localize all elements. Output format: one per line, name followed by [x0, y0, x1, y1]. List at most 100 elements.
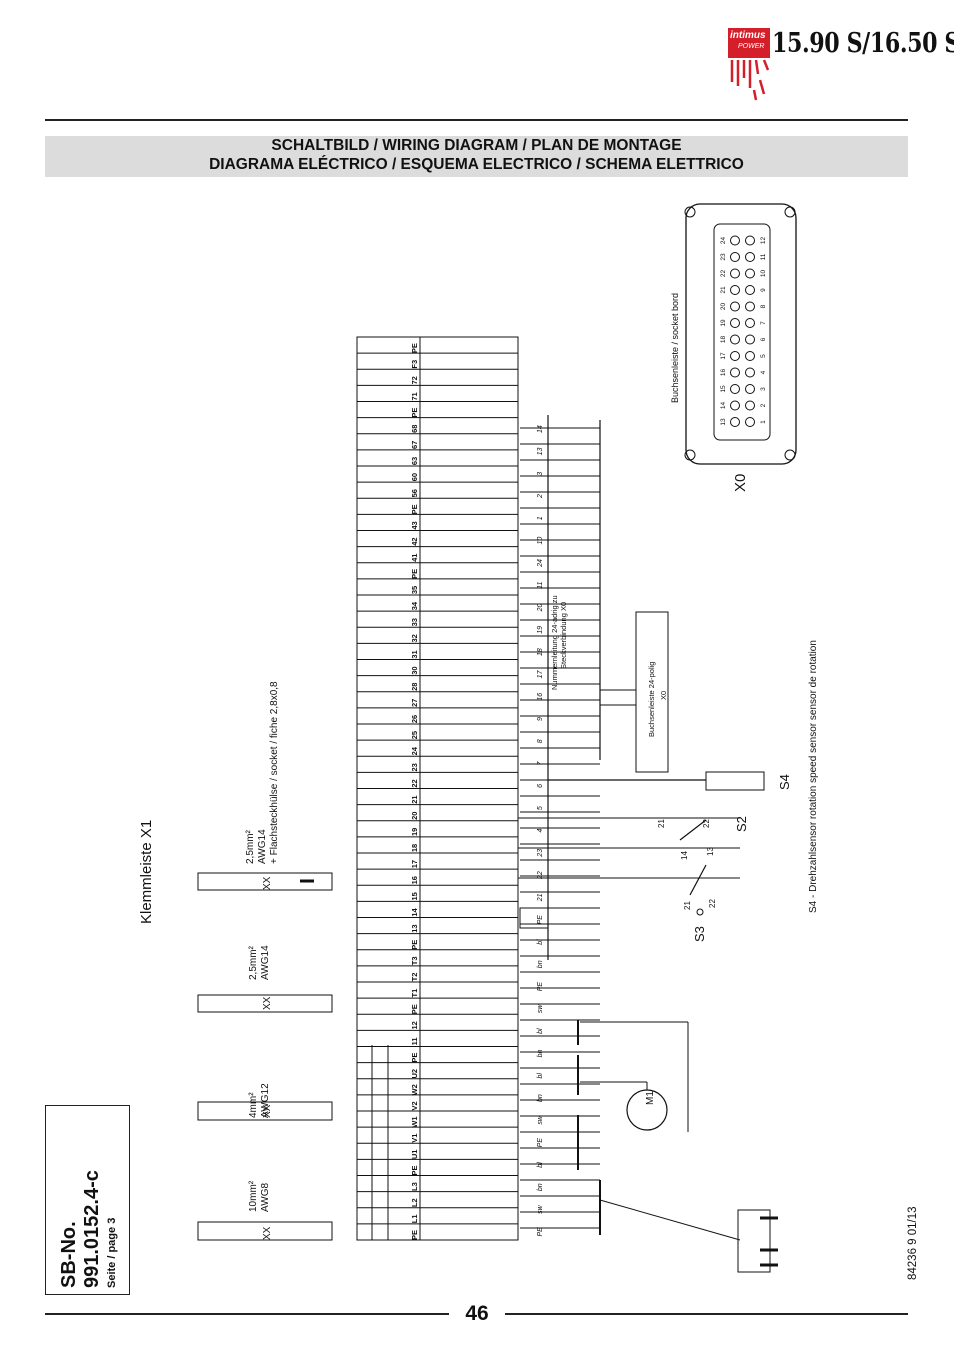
x0-pin — [745, 400, 755, 411]
connector-label: Buchsenleiste / socket bord — [670, 292, 680, 403]
title-line-2: DIAGRAMA ELÉCTRICO / ESQUEMA ELECTRICO /… — [209, 156, 744, 173]
x0-pin-label: 17 — [720, 352, 727, 360]
x0-pin-label: 5 — [760, 354, 767, 358]
x0-pin — [730, 334, 740, 345]
x0-pin — [745, 318, 755, 328]
x0-pin — [730, 252, 740, 262]
terminal-label: W2 — [410, 1084, 419, 1095]
wire-label: 23 — [537, 849, 544, 858]
terminal-label: PE — [410, 1165, 419, 1175]
footer-rule-left — [45, 1313, 449, 1315]
title-line-1: SCHALTBILD / WIRING DIAGRAM / PLAN DE MO… — [271, 137, 682, 154]
x0-pin-label: 8 — [760, 304, 767, 308]
wire-label: PE — [537, 915, 544, 925]
terminal-label: 35 — [410, 586, 419, 594]
cable-spec-2-mark: XX — [262, 1104, 273, 1118]
x0-pin — [745, 268, 755, 279]
x0-pin-label: 15 — [720, 385, 727, 393]
wire-label: 4 — [537, 828, 544, 832]
terminal-label: 18 — [410, 844, 419, 852]
s3-contact-22: 22 — [708, 899, 717, 908]
terminal-label: PE — [410, 408, 419, 418]
switch-s3-contact — [689, 864, 707, 896]
x0-pin-label: 24 — [720, 237, 727, 245]
cable-legend-strip — [197, 1101, 333, 1121]
wire-label: 10 — [537, 537, 544, 545]
s3-contact-21: 21 — [683, 901, 692, 910]
x0-pin-label: 6 — [760, 337, 767, 341]
wire-label: bn — [537, 1183, 544, 1191]
socket-box-label: Buchsenleiste 24-polig — [647, 661, 656, 737]
wire-label: 6 — [537, 784, 544, 788]
wire-label: 11 — [537, 581, 544, 588]
terminal-label: 71 — [410, 392, 419, 400]
s4-note: S4 - Drehzahlsensor rotation speed senso… — [808, 640, 819, 913]
footer-rule-right — [505, 1313, 908, 1315]
terminal-label: T3 — [410, 956, 419, 965]
terminal-label: 32 — [410, 634, 419, 642]
x0-pin — [745, 252, 755, 262]
cable-spec-4-mark: XX — [262, 876, 273, 890]
mains-cable — [599, 1199, 741, 1241]
x0-pin — [730, 351, 740, 361]
wire-label: 20 — [537, 604, 544, 613]
wire-label: PE — [537, 1227, 544, 1237]
x0-pin-label: 22 — [720, 270, 727, 278]
wire-label: 2 — [537, 494, 544, 499]
terminal-label: T1 — [410, 989, 419, 998]
s2-contact-14: 14 — [680, 851, 689, 860]
terminal-label: 41 — [410, 554, 419, 562]
wire-label: 16 — [537, 693, 544, 701]
terminal-label: 68 — [410, 425, 419, 433]
s2-contact-22: 22 — [702, 819, 711, 828]
x0-pin — [730, 417, 740, 427]
wire-label: bn — [537, 1049, 544, 1057]
x0-pin-label: 1 — [760, 420, 767, 424]
x0-pin — [745, 334, 755, 345]
cable-spec-3-size: 2,5mm² — [248, 946, 259, 980]
x0-pin — [730, 318, 740, 328]
wire-label: 8 — [537, 739, 544, 743]
x0-pin — [745, 417, 755, 427]
wire-label: 21 — [537, 893, 544, 902]
x0-connector-shell — [685, 203, 797, 465]
terminal-label: PE — [410, 1053, 419, 1063]
terminal-label: 12 — [410, 1021, 419, 1029]
s2-label: S2 — [734, 816, 749, 832]
terminal-label: 20 — [410, 812, 419, 820]
brand-logo-box: intimus POWER — [728, 28, 770, 58]
numbered-wire-line-2: Steckverbindung X0 — [559, 601, 568, 669]
x0-pin — [730, 301, 740, 312]
terminal-label: 14 — [410, 907, 419, 916]
numbered-wire-line-1: Nummernleitung 24-adrig zu — [550, 595, 559, 690]
cable-legend-strip — [197, 872, 333, 891]
terminal-label: 60 — [410, 473, 419, 481]
cable-spec-1-size: 10mm² — [248, 1180, 259, 1212]
wire-label: 5 — [537, 806, 544, 810]
wire-label: 24 — [537, 559, 544, 568]
terminal-label: PE — [410, 504, 419, 514]
document-reference: 84236 9 01/13 — [907, 1206, 919, 1280]
x0-mount-hole — [684, 206, 696, 218]
s3-actuator — [696, 908, 704, 916]
x0-pin — [730, 367, 740, 378]
terminal-label: 22 — [410, 779, 419, 787]
s2-contact-21: 21 — [657, 819, 666, 828]
cable-spec-4-awg: AWG14 — [257, 829, 268, 864]
terminal-label: 21 — [410, 795, 419, 803]
terminal-label: F3 — [410, 360, 419, 369]
x0-pin — [730, 400, 740, 411]
wire-label: bn — [537, 960, 544, 968]
wire-label: sw — [537, 1115, 544, 1125]
page-number: 46 — [465, 1302, 489, 1325]
cable-legend-strip — [197, 1221, 333, 1241]
terminal-label: L1 — [410, 1214, 419, 1223]
sb-number-box: SB-No. 991.0152.4-c Seite / page 3 — [45, 1105, 130, 1295]
x0-pin-label: 2 — [760, 403, 767, 407]
brand-name: intimus — [730, 30, 766, 41]
x0-pin-label: 18 — [720, 336, 727, 344]
terminal-label: 25 — [410, 731, 419, 739]
x0-pin — [730, 384, 740, 394]
x0-pin — [730, 235, 740, 246]
header-rule — [45, 119, 908, 121]
